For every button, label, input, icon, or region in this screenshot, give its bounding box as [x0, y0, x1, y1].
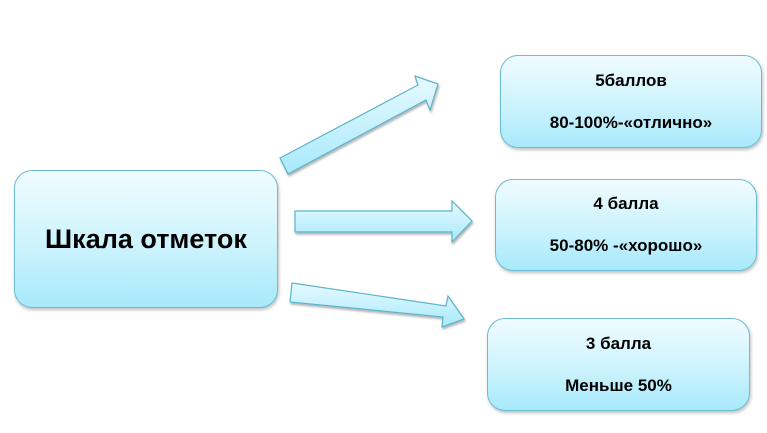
arrow-to-5 [279, 75, 439, 175]
grade-range: Меньше 50% [565, 375, 672, 395]
grade-title: 5баллов [595, 70, 667, 90]
grading-scale-box: Шкала отметок [14, 170, 278, 308]
grade-4-box: 4 балла 50-80% -«хорошо» [495, 179, 757, 271]
grade-3-box: 3 балла Меньше 50% [487, 318, 750, 411]
grade-5-box: 5баллов 80-100%-«отлично» [500, 55, 762, 148]
arrow-to-4 [294, 199, 473, 244]
grade-title: 4 балла [593, 194, 659, 213]
grading-scale-label: Шкала отметок [45, 223, 247, 254]
grade-range: 80-100%-«отлично» [549, 112, 713, 132]
grade-range: 50-80% -«хорошо» [549, 236, 703, 255]
grade-title: 3 балла [585, 333, 652, 353]
arrow-to-3 [289, 282, 465, 328]
